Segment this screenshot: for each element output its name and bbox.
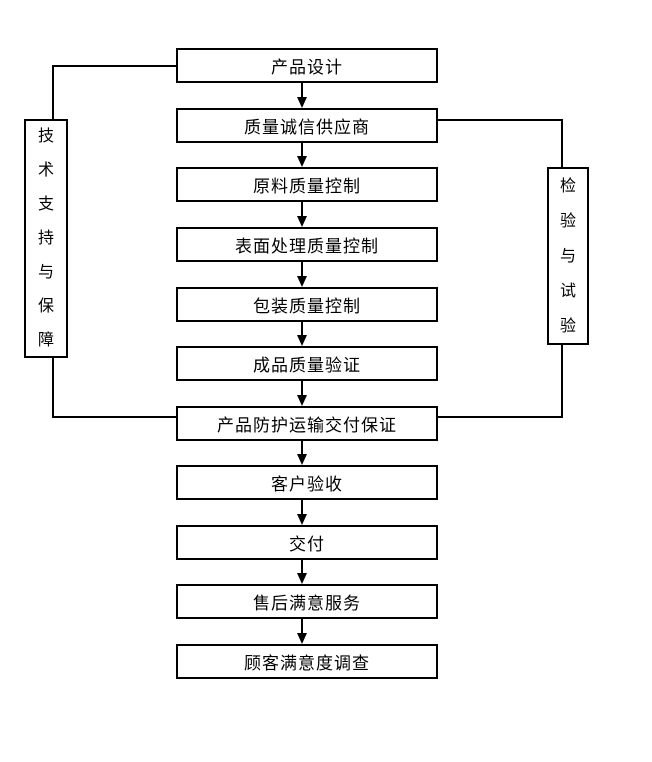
node-customer-acceptance: 客户验收 <box>176 465 438 500</box>
connector-line <box>438 119 563 121</box>
node-product-design: 产品设计 <box>176 48 438 83</box>
node-label: 产品设计 <box>271 58 343 77</box>
node-finished-product-quality-verification: 成品质量验证 <box>176 346 438 381</box>
node-technical-support-and-guarantee: 技术支持与保障 <box>24 119 68 358</box>
node-label: 成品质量验证 <box>253 356 361 375</box>
down-arrow-icon <box>296 322 307 346</box>
node-label-vertical: 检验与试验 <box>559 177 576 335</box>
connector-line <box>561 345 563 417</box>
down-arrow-icon <box>296 83 307 108</box>
down-arrow-icon <box>296 560 307 584</box>
down-arrow-icon <box>296 619 307 644</box>
node-customer-satisfaction-survey: 顾客满意度调查 <box>176 644 438 679</box>
node-label: 客户验收 <box>271 475 343 494</box>
down-arrow-icon <box>296 381 307 406</box>
node-quality-integrity-supplier: 质量诚信供应商 <box>176 108 438 143</box>
connector-line <box>52 65 176 67</box>
connector-line <box>52 416 176 418</box>
down-arrow-icon <box>296 262 307 287</box>
down-arrow-icon <box>296 441 307 465</box>
connector-line <box>561 119 563 167</box>
node-label: 质量诚信供应商 <box>244 118 370 137</box>
node-raw-material-quality-control: 原料质量控制 <box>176 167 438 202</box>
connector-line <box>52 65 54 119</box>
node-label: 售后满意服务 <box>253 594 361 613</box>
node-packaging-quality-control: 包装质量控制 <box>176 287 438 322</box>
connector-line <box>438 416 563 418</box>
node-product-protection-transport-delivery-guarantee: 产品防护运输交付保证 <box>176 406 438 441</box>
node-after-sales-satisfaction-service: 售后满意服务 <box>176 584 438 619</box>
node-label: 顾客满意度调查 <box>244 654 370 673</box>
node-label: 原料质量控制 <box>253 177 361 196</box>
node-label-vertical: 技术支持与保障 <box>37 127 54 349</box>
node-label: 表面处理质量控制 <box>235 237 379 256</box>
down-arrow-icon <box>296 202 307 227</box>
node-delivery: 交付 <box>176 525 438 560</box>
node-surface-treatment-quality-control: 表面处理质量控制 <box>176 227 438 262</box>
node-inspection-and-testing: 检验与试验 <box>547 167 589 345</box>
down-arrow-icon <box>296 143 307 167</box>
node-label: 交付 <box>289 535 325 554</box>
down-arrow-icon <box>296 500 307 525</box>
node-label: 包装质量控制 <box>253 297 361 316</box>
node-label: 产品防护运输交付保证 <box>217 416 397 435</box>
connector-line <box>52 358 54 417</box>
